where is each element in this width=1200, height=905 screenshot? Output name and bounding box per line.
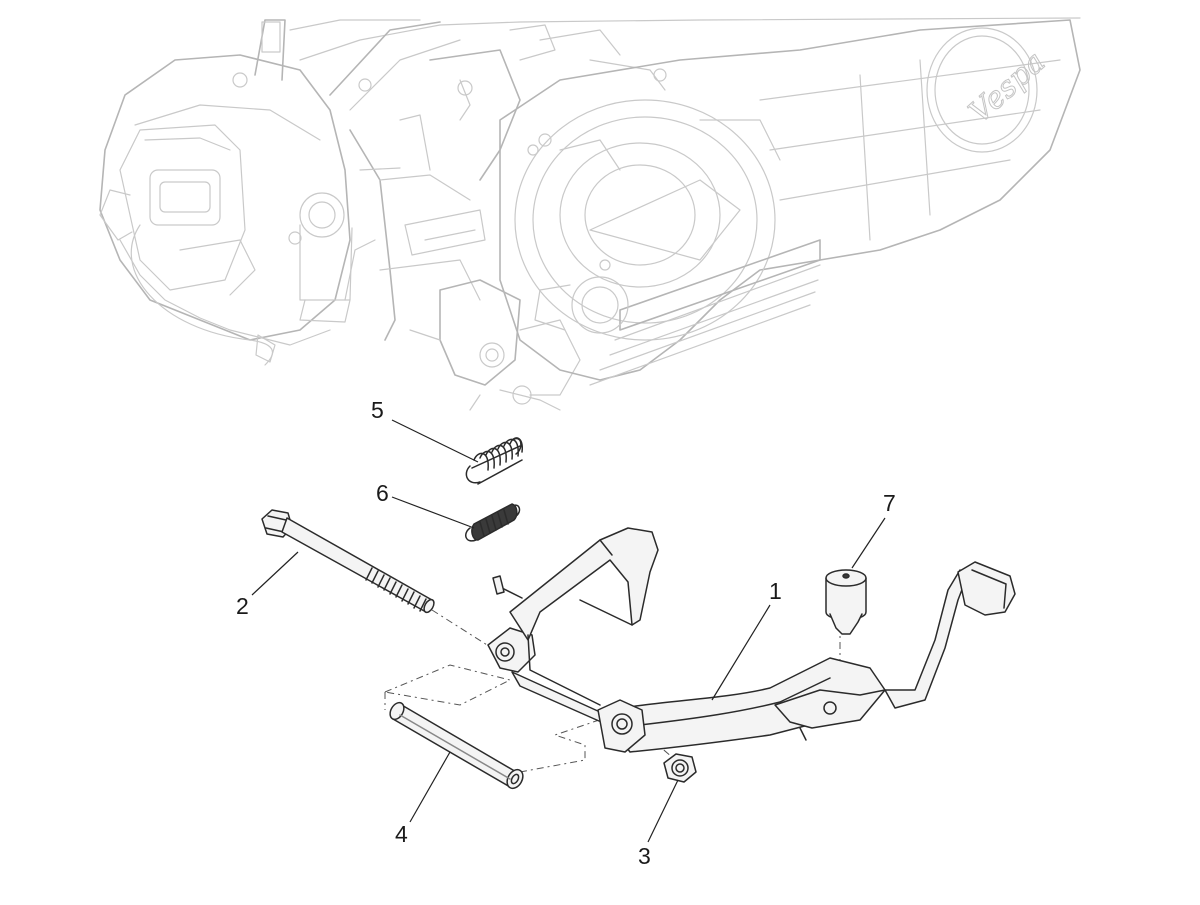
spacer-bushing xyxy=(389,701,524,790)
callout-7: 7 xyxy=(883,490,896,516)
rubber-buffer xyxy=(825,569,867,635)
leader-lines xyxy=(251,419,886,843)
callout-4: 4 xyxy=(395,821,408,847)
return-spring-large xyxy=(465,437,523,485)
lock-nut xyxy=(663,753,697,783)
engine-assembly xyxy=(99,17,1081,411)
pivot-bolt xyxy=(261,509,435,614)
callout-numbers: 5 6 2 4 3 1 7 xyxy=(236,397,896,869)
return-spring-small xyxy=(465,503,521,542)
centre-stand xyxy=(487,527,1016,753)
callout-3: 3 xyxy=(638,843,651,869)
callout-6: 6 xyxy=(376,480,389,506)
brand-lettering: Vespa xyxy=(962,45,1052,131)
callout-2: 2 xyxy=(236,593,249,619)
callout-5: 5 xyxy=(371,397,384,423)
callout-1: 1 xyxy=(769,578,782,604)
